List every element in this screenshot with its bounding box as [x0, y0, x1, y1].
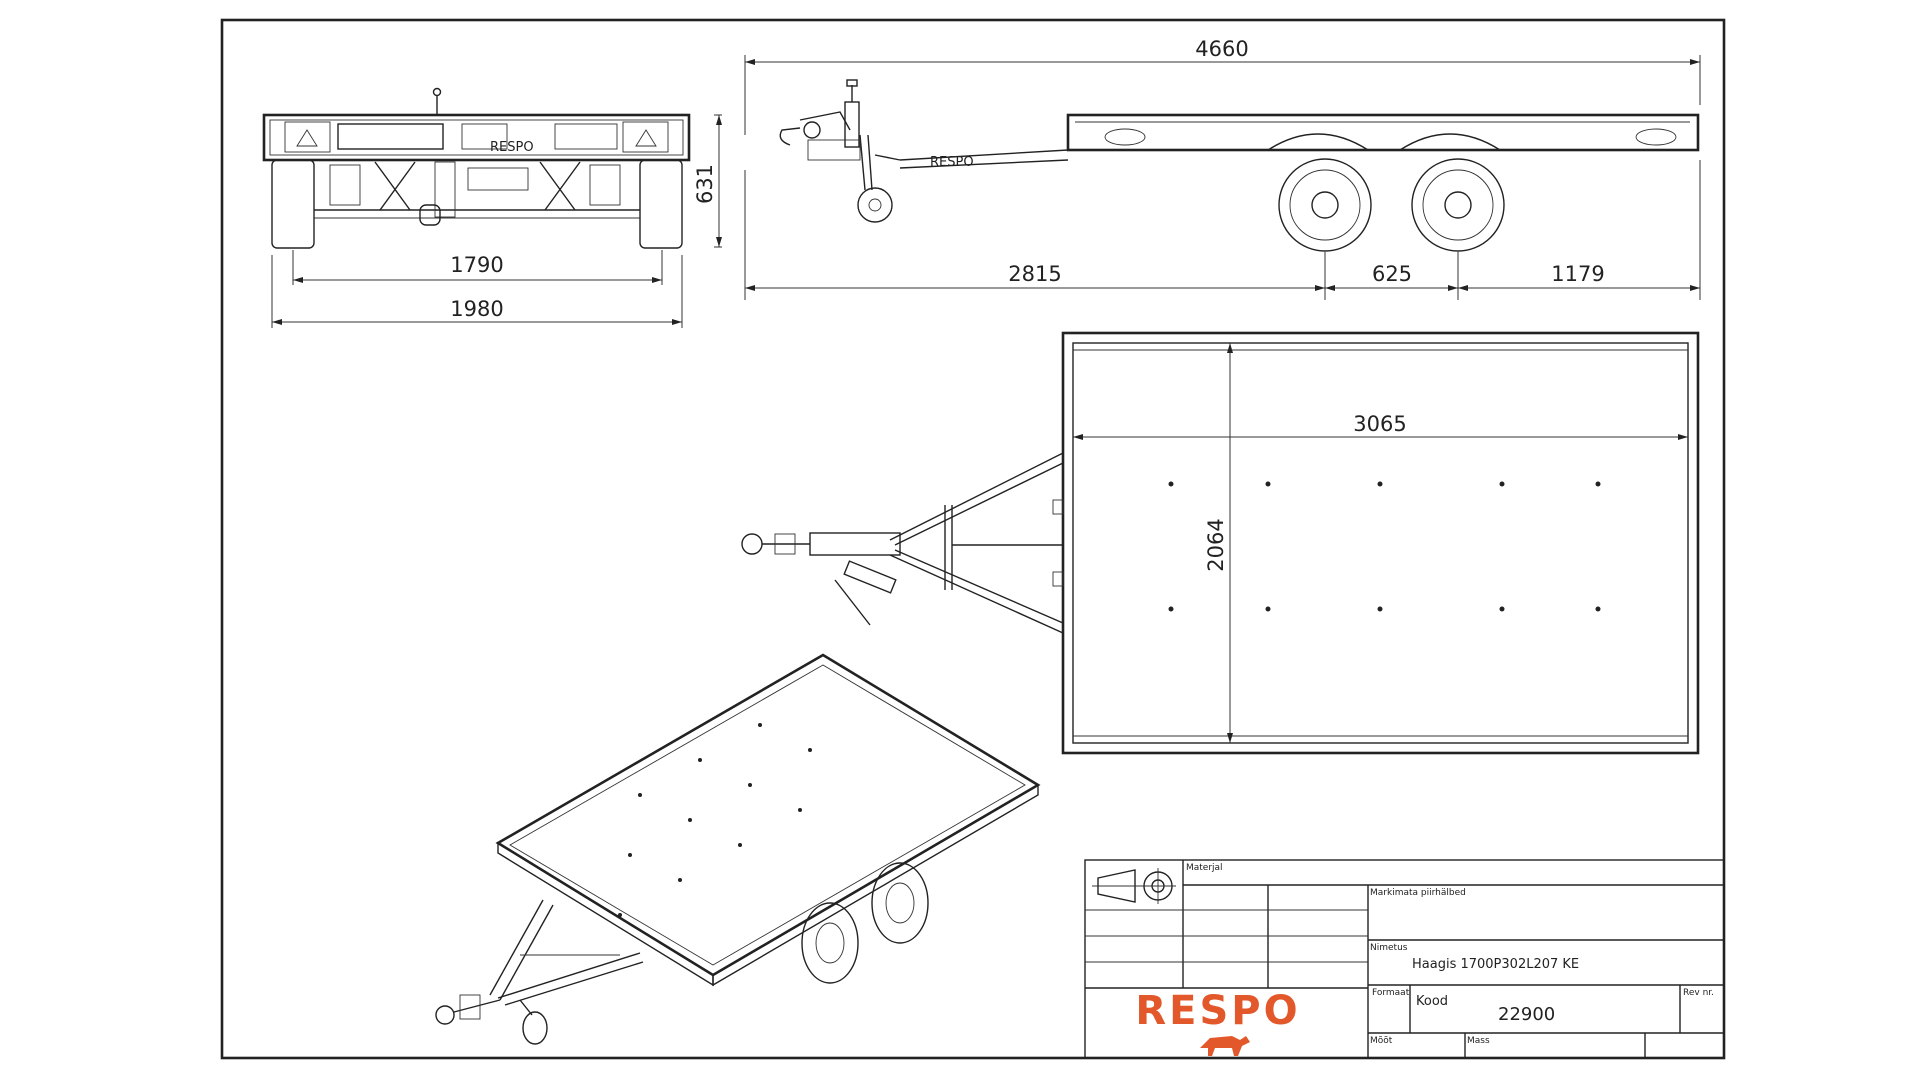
respo-logo-animal-icon — [1200, 1036, 1250, 1056]
code-value: 22900 — [1498, 1004, 1555, 1025]
material-label: Materjal — [1186, 863, 1223, 873]
code-label: Kood — [1416, 994, 1448, 1009]
scale-label: Mõõt — [1370, 1036, 1393, 1046]
format-label: Formaat — [1372, 988, 1410, 998]
top-view-dimensions: 3065 2064 — [1073, 343, 1688, 743]
side-view: RESPO — [779, 79, 1700, 252]
title-block: Materjal Markimata piirhälbed Nimetus Ha… — [1084, 859, 1725, 1059]
dim-height: 631 — [693, 164, 717, 204]
dim-deck-width: 2064 — [1204, 518, 1228, 571]
marking-label: Markimata piirhälbed — [1370, 888, 1466, 898]
front-view: RESPO — [262, 87, 691, 249]
name-label: Nimetus — [1370, 943, 1408, 953]
front-view-logo: RESPO — [490, 140, 534, 155]
rev-label: Rev nr. — [1683, 988, 1714, 998]
dim-deck-length: 3065 — [1353, 412, 1406, 436]
name-value: Haagis 1700P302L207 KE — [1412, 957, 1579, 972]
front-view-dimensions: 631 1790 1980 — [271, 114, 722, 328]
dim-drawbar-length: 2815 — [1008, 262, 1061, 286]
dim-axle-spacing: 625 — [1372, 262, 1412, 286]
side-view-dimensions: 4660 2815 625 1179 — [744, 37, 1701, 300]
isometric-view — [435, 653, 1041, 1045]
respo-logo: RESPO — [1135, 988, 1300, 1034]
dim-overall-length: 4660 — [1195, 37, 1248, 61]
dim-track-width: 1790 — [450, 253, 503, 277]
sheet-border — [220, 18, 1726, 1060]
side-view-logo: RESPO — [930, 155, 974, 170]
projection-symbol-icon — [1092, 868, 1176, 904]
dim-overall-width: 1980 — [450, 297, 503, 321]
top-view — [741, 331, 1700, 755]
mass-label: Mass — [1467, 1036, 1490, 1046]
dim-rear-overhang: 1179 — [1551, 262, 1604, 286]
